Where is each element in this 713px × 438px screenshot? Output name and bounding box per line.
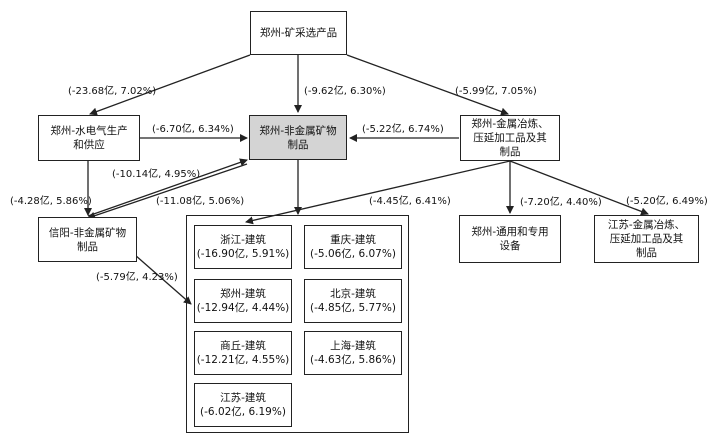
construction-value: (-4.85亿, 5.77%) — [310, 302, 396, 314]
construction-beijing: 北京-建筑 (-4.85亿, 5.77%) — [304, 279, 402, 323]
edge-label-mining-to-metal: (-5.99亿, 7.05%) — [455, 86, 537, 97]
node-label-line-2: 和供应 — [73, 139, 105, 151]
construction-name: 郑州-建筑 — [220, 288, 266, 300]
node-zhengzhou-nonmetal: 郑州-非金属矿物 制品 — [249, 115, 347, 160]
edge-label-utilities-to-nonmetal: (-6.70亿, 6.34%) — [152, 124, 234, 135]
construction-name: 重庆-建筑 — [330, 234, 376, 246]
edge-label-xinyang-to-nonmetal: (-10.14亿, 4.95%) — [112, 169, 201, 180]
construction-chongqing: 重庆-建筑 (-5.06亿, 6.07%) — [304, 225, 402, 269]
edge-label-metal-to-construction: (-4.45亿, 6.41%) — [369, 196, 451, 207]
node-label-line-2: 设备 — [499, 240, 521, 252]
construction-shanghai: 上海-建筑 (-4.63亿, 5.86%) — [304, 331, 402, 375]
node-label-line-1: 郑州-通用和专用 — [471, 226, 549, 238]
construction-value: (-4.63亿, 5.86%) — [310, 354, 396, 366]
edge-label-mining-to-nonmetal: (-9.62亿, 6.30%) — [304, 86, 386, 97]
edge-label-mining-to-utilities: (-23.68亿, 7.02%) — [68, 86, 157, 97]
construction-name: 江苏-建筑 — [220, 392, 266, 404]
edge-nonmetal-to-xinyang — [87, 163, 248, 220]
node-zhengzhou-utilities: 郑州-水电气生产 和供应 — [38, 115, 140, 161]
construction-value: (-12.21亿, 4.55%) — [196, 354, 290, 366]
node-jiangsu-metal: 江苏-金属冶炼、 压延加工品及其 制品 — [594, 215, 699, 263]
construction-value: (-12.94亿, 4.44%) — [196, 302, 290, 314]
node-zhengzhou-mining: 郑州-矿采选产品 — [250, 11, 347, 55]
node-label-line-3: 制品 — [499, 146, 521, 158]
edge-mining-to-metal — [346, 54, 509, 116]
edge-xinyang-to-construction — [134, 254, 192, 305]
construction-group — [186, 215, 409, 433]
node-label-line-1: 郑州-金属冶炼、 — [471, 118, 549, 130]
node-label-line-1: 信阳-非金属矿物 — [48, 226, 127, 239]
edge-label-utilities-to-xinyang: (-4.28亿, 5.86%) — [10, 196, 92, 207]
node-label-line-2: 压延加工品及其 — [473, 132, 547, 144]
node-label-line-1: 郑州-非金属矿物 — [259, 124, 337, 137]
edge-label-metal-to-jiangsu: (-5.20亿, 6.49%) — [626, 196, 708, 207]
construction-name: 浙江-建筑 — [220, 234, 266, 246]
edge-xinyang-to-nonmetal — [87, 158, 248, 217]
edge-label-nonmetal-to-xinyang: (-11.08亿, 5.06%) — [156, 196, 245, 207]
construction-name: 上海-建筑 — [330, 340, 376, 352]
construction-shangqiu: 商丘-建筑 (-12.21亿, 4.55%) — [194, 331, 292, 375]
construction-jiangsu: 江苏-建筑 (-6.02亿, 6.19%) — [194, 383, 292, 427]
construction-name: 北京-建筑 — [330, 288, 376, 300]
construction-value: (-16.90亿, 5.91%) — [196, 248, 290, 260]
node-label-line-2: 制品 — [287, 138, 309, 151]
edge-label-metal-to-equipment: (-7.20亿, 4.40%) — [520, 197, 602, 208]
node-zhengzhou-equipment: 郑州-通用和专用 设备 — [459, 215, 561, 263]
edge-mining-to-utilities — [89, 54, 251, 116]
construction-value: (-6.02亿, 6.19%) — [200, 406, 286, 418]
node-label-line-1: 郑州-水电气生产 — [50, 125, 128, 137]
edge-metal-to-construction — [245, 160, 511, 225]
edge-label-metal-to-nonmetal: (-5.22亿, 6.74%) — [362, 124, 444, 135]
construction-zhengzhou: 郑州-建筑 (-12.94亿, 4.44%) — [194, 279, 292, 323]
construction-name: 商丘-建筑 — [220, 340, 266, 352]
node-label-line-3: 制品 — [635, 247, 657, 259]
edge-metal-to-jiangsu — [509, 160, 649, 216]
node-label-line-2: 压延加工品及其 — [609, 233, 684, 245]
edge-label-xinyang-to-construction: (-5.79亿, 4.23%) — [96, 272, 178, 283]
node-label-line-2: 制品 — [76, 240, 98, 253]
node-label: 郑州-矿采选产品 — [259, 27, 338, 39]
node-xinyang-nonmetal: 信阳-非金属矿物 制品 — [38, 217, 137, 262]
construction-value: (-5.06亿, 6.07%) — [310, 248, 396, 260]
construction-zhejiang: 浙江-建筑 (-16.90亿, 5.91%) — [194, 225, 292, 269]
node-label-line-1: 江苏-金属冶炼、 — [607, 219, 686, 231]
node-zhengzhou-metal: 郑州-金属冶炼、 压延加工品及其 制品 — [460, 115, 560, 161]
